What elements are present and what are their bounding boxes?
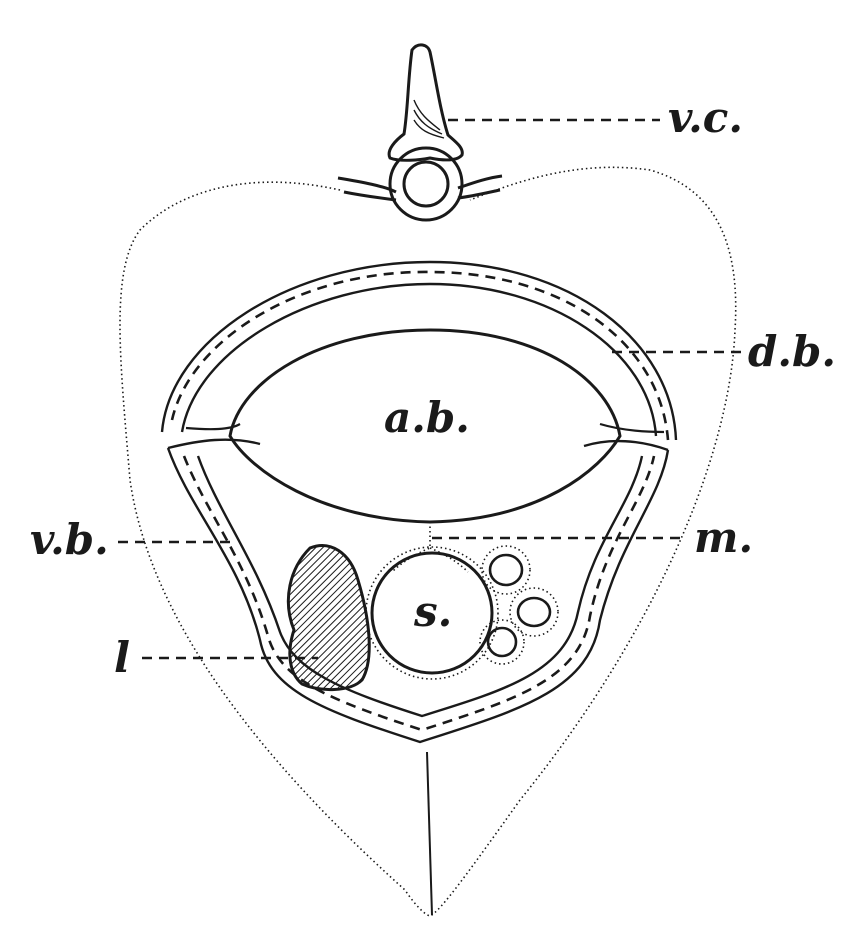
liver (286, 544, 371, 692)
ventral-body-cavity-wall (166, 438, 670, 744)
intestine-loops (479, 545, 559, 665)
label-liver: l (114, 633, 130, 682)
dorsal-body-cavity-wall (160, 260, 678, 441)
label-dorsal-body-cavity: d.b. (748, 327, 836, 376)
label-air-bladder: a.b. (384, 393, 470, 442)
label-stomach: s. (413, 587, 452, 636)
label-ventral-body-cavity: v.b. (30, 515, 109, 564)
vertebra (337, 43, 503, 222)
body-outline (119, 166, 737, 917)
ventral-keel (426, 751, 433, 916)
mesentery (391, 522, 469, 573)
air-bladder (185, 328, 665, 524)
label-vertebral-column: v.c. (668, 93, 743, 142)
label-mesentery: m. (694, 513, 753, 562)
